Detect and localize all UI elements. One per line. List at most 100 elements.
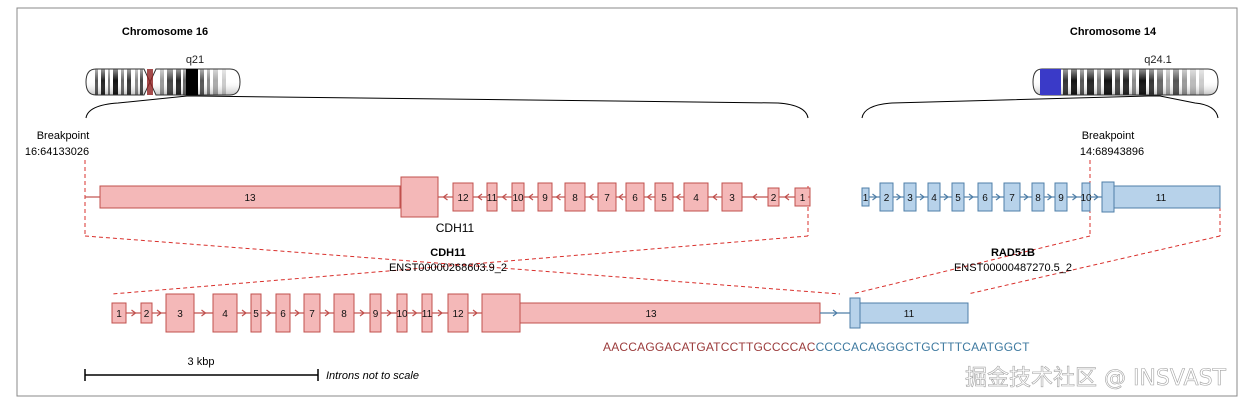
rad51b-exon-2-label: 2 bbox=[884, 193, 890, 204]
zoom-bracket-14 bbox=[861, 95, 1219, 119]
fusion-cdh11-intron-2-arrow bbox=[156, 309, 162, 317]
rad51b-exon-11-label: 11 bbox=[1156, 193, 1167, 204]
fusion-cdh11-intron-1-arrow bbox=[131, 309, 137, 317]
cdh11-exon-9-label: 9 bbox=[542, 193, 548, 204]
fusion-cdh11-exon-12-label: 12 bbox=[452, 309, 464, 320]
cdh11-intron-10-arrow bbox=[712, 193, 718, 201]
zoom-bracket-16 bbox=[85, 95, 809, 119]
mapping-line-rad51b-a bbox=[851, 235, 1091, 295]
breakpoint-guides bbox=[84, 160, 1221, 295]
band-highlight-16 bbox=[186, 69, 198, 95]
cdh11-exon-7-label: 7 bbox=[604, 193, 610, 204]
scale-bar bbox=[84, 369, 319, 381]
fusion-cdh11-exon-7-label: 7 bbox=[309, 309, 315, 320]
cdh11-intron-6-arrow bbox=[588, 193, 594, 201]
fusion-cdh11-exon-10-label: 10 bbox=[396, 309, 408, 320]
cdh11-intron-9-arrow bbox=[675, 193, 681, 201]
fusion-cdh11-exon-4-label: 4 bbox=[222, 309, 228, 320]
fusion-cdh11-intron-3-arrow bbox=[201, 309, 207, 317]
centromere-14 bbox=[1040, 69, 1061, 95]
cdh11-exon-13-utr bbox=[99, 185, 401, 209]
rad51b-intron-9-arrow bbox=[1072, 193, 1078, 201]
cdh11-fusion-title: CDH11 bbox=[430, 247, 465, 259]
chromosome-14-band-label: q24.1 bbox=[1144, 54, 1172, 66]
fusion-cdh11-intron-11-arrow bbox=[437, 309, 443, 317]
cdh11-transcript-id: ENST00000268603.9_2 bbox=[389, 262, 507, 274]
rad51b-transcript-id: ENST00000487270.5_2 bbox=[954, 262, 1072, 274]
cdh11-intron-12-arrow bbox=[784, 193, 790, 201]
rad51b-intron-2-arrow bbox=[896, 193, 902, 201]
cdh11-intron-4-arrow bbox=[528, 193, 534, 201]
rad51b-exon-7-label: 7 bbox=[1009, 193, 1015, 204]
rad51b-exon-11-cds bbox=[1101, 181, 1115, 213]
cdh11-intron-5-arrow bbox=[555, 193, 561, 201]
fusion-cdh11-exon-11-label: 11 bbox=[422, 309, 433, 320]
cdh11-intron-3-arrow bbox=[501, 193, 507, 201]
fusion-rad51b-exon-11-label: 11 bbox=[904, 309, 915, 320]
rad51b-exon-8-label: 8 bbox=[1035, 193, 1041, 204]
rad51b-intron-5-arrow bbox=[968, 193, 974, 201]
cdh11-exon-13-utr-label: 13 bbox=[244, 193, 256, 204]
scale-bar-label: 3 kbp bbox=[188, 356, 215, 368]
rad51b-intron-7-arrow bbox=[1023, 193, 1029, 201]
fusion-rad51b-exon-11-cds bbox=[849, 297, 861, 329]
fusion-cdh11-intron-10-arrow bbox=[412, 309, 418, 317]
junction-seq-cdh11: AACCAGGACATGATCCTTGCCCCAC bbox=[603, 340, 816, 354]
fusion-cdh11-exon-13-cds bbox=[481, 293, 521, 333]
cdh11-exon-1-label: 1 bbox=[800, 193, 806, 204]
rad51b-intron-6-arrow bbox=[995, 193, 1001, 201]
fusion-junction-intron-arrow bbox=[832, 309, 838, 317]
chromosome-14-title: Chromosome 14 bbox=[1070, 26, 1157, 38]
mapping-line-rad51b-b bbox=[967, 235, 1221, 295]
rad51b-intron-10-arrow bbox=[1093, 193, 1099, 201]
fusion-cdh11-intron-12-arrow bbox=[472, 309, 478, 317]
rad51b-exon-5-label: 5 bbox=[955, 193, 961, 204]
fusion-cdh11-exon-4 bbox=[212, 293, 238, 333]
cdh11-intron-1-arrow bbox=[442, 193, 448, 201]
breakpoint-16-position: 16:64133026 bbox=[25, 146, 89, 158]
cdh11-intron-7-arrow bbox=[618, 193, 624, 201]
rad51b-exon-9-label: 9 bbox=[1058, 193, 1064, 204]
centromere-16 bbox=[147, 69, 153, 95]
fusion-cdh11-exon-8-label: 8 bbox=[341, 309, 347, 320]
rad51b-intron-8-arrow bbox=[1047, 193, 1053, 201]
cdh11-intron-2-arrow bbox=[477, 193, 483, 201]
cdh11-exon-13 bbox=[400, 176, 439, 218]
fusion-cdh11-intron-4-arrow bbox=[241, 309, 247, 317]
fusion-cdh11-intron-8-arrow bbox=[359, 309, 365, 317]
fusion-cdh11-intron-7-arrow bbox=[324, 309, 330, 317]
cdh11-exon-3-label: 3 bbox=[729, 193, 735, 204]
fusion-cdh11-intron-6-arrow bbox=[294, 309, 300, 317]
watermark-text: 掘金技术社区 @ INSVAST bbox=[965, 366, 1227, 391]
fusion-cdh11-exon-5-label: 5 bbox=[253, 309, 259, 320]
breakpoint-14-position: 14:68943896 bbox=[1080, 146, 1144, 158]
cdh11-gene-label: CDH11 bbox=[436, 221, 475, 235]
chromosome-16-band-label: q21 bbox=[186, 54, 204, 66]
fusion-cdh11-exon-3-label: 3 bbox=[177, 309, 183, 320]
chromosome-16-ideogram bbox=[85, 68, 241, 96]
junction-seq-rad51b: CCCCACAGGGCTGCTTTCAATGGCT bbox=[816, 340, 1031, 354]
cdh11-intron-8-arrow bbox=[646, 193, 652, 201]
fusion-cdh11-exon-13-label: 13 bbox=[645, 309, 657, 320]
breakpoint-16-label: Breakpoint bbox=[37, 130, 90, 142]
rad51b-exon-3-label: 3 bbox=[907, 193, 913, 204]
fusion-cdh11-exon-1-label: 1 bbox=[116, 309, 122, 320]
chromosome-14-ideogram bbox=[1032, 68, 1219, 96]
rad51b-exon-10-label: 10 bbox=[1080, 193, 1092, 204]
fusion-cdh11-intron-5-arrow bbox=[266, 309, 272, 317]
cdh11-intron-11-arrow bbox=[752, 193, 758, 201]
cdh11-exon-5-label: 5 bbox=[661, 193, 667, 204]
scale-note: Introns not to scale bbox=[326, 370, 419, 382]
fusion-cdh11-exon-6-label: 6 bbox=[280, 309, 286, 320]
cdh11-exon-11-label: 11 bbox=[487, 193, 498, 204]
cdh11-exon-6-label: 6 bbox=[632, 193, 638, 204]
fusion-cdh11-exon-2-label: 2 bbox=[144, 309, 150, 320]
rad51b-intron-3-arrow bbox=[919, 193, 925, 201]
cdh11-exon-2-label: 2 bbox=[771, 193, 777, 204]
rad51b-intron-4-arrow bbox=[943, 193, 949, 201]
